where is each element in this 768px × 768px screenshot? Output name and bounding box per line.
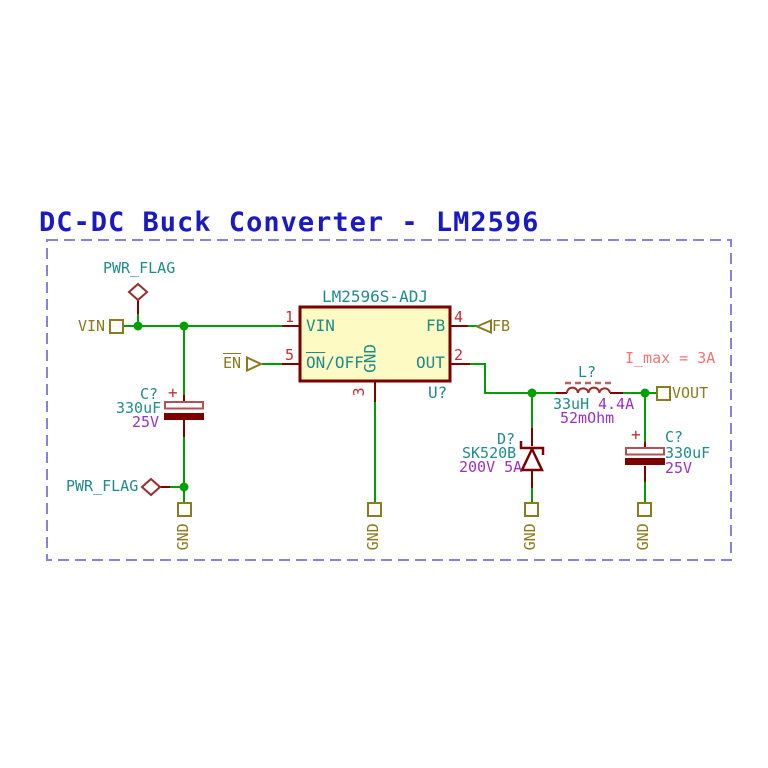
gnd3-port-square <box>524 502 539 517</box>
diode-schottky-bar-icon <box>519 441 545 455</box>
cap-in-voltage: 25V <box>132 413 160 431</box>
junction-dot <box>179 482 189 492</box>
ic-pin-on-part: ON <box>306 353 326 372</box>
diode-value: SK520B <box>462 444 517 462</box>
sheet-border <box>46 239 732 561</box>
junction-dot <box>133 321 143 331</box>
cap-out-value: 330uF <box>665 444 711 462</box>
inductor-ref: L? <box>578 363 597 381</box>
vin-port-label: VIN <box>78 317 106 335</box>
en-port-arrow-icon <box>246 355 264 373</box>
gnd3-port-label: GND <box>521 523 540 551</box>
vout-port-label: VOUT <box>672 384 709 402</box>
gnd1-port-label: GND <box>174 523 193 551</box>
cap-out-voltage: 25V <box>665 459 693 477</box>
inductor-coil-icon <box>566 386 611 394</box>
pwrflag-bottom-label: PWR_FLAG <box>66 477 139 495</box>
pin-number-2: 2 <box>454 346 464 364</box>
cap-in-negative-plate <box>164 413 204 420</box>
ic-pin-fb-label: FB <box>426 316 446 335</box>
pwrflag-bottom-diamond-icon <box>140 477 162 497</box>
cap-out-negative-plate <box>625 458 665 465</box>
fb-port-arrow-icon <box>474 318 492 335</box>
diode-rating: 200V 5A <box>459 458 523 476</box>
pin-number-5: 5 <box>285 346 295 364</box>
pin-number-4: 4 <box>454 308 464 326</box>
pwrflag-top-label: PWR_FLAG <box>103 259 176 277</box>
cap-in-ref: C? <box>140 385 159 403</box>
en-port-label: EN <box>223 354 242 372</box>
cap-out-positive-plate <box>625 447 665 456</box>
inductor-current: 4.4A <box>598 395 635 413</box>
vin-port-square <box>109 319 124 334</box>
cap-in-value: 330uF <box>116 399 162 417</box>
ic-pin-onoff-label: ON/OFF <box>306 353 364 372</box>
pin-number-1: 1 <box>285 308 295 326</box>
ic-body <box>298 305 452 383</box>
cap-out-symbol <box>625 447 665 465</box>
page-title: DC-DC Buck Converter - LM2596 <box>39 207 540 238</box>
junction-dot <box>640 388 650 398</box>
ic-pin-out-label: OUT <box>416 353 445 372</box>
vout-port-square <box>656 386 671 401</box>
power-flags <box>127 282 162 497</box>
ic-pin-off-part: /OFF <box>325 353 364 372</box>
inductor-symbol <box>565 381 612 394</box>
wires <box>122 314 657 503</box>
gnd4-port-square <box>637 502 652 517</box>
cap-in-plus-icon: + <box>168 383 178 402</box>
ic-ref-label: U? <box>428 383 448 402</box>
diode-symbol <box>519 441 545 472</box>
cap-out-ref: C? <box>665 428 684 446</box>
ic-value-label: LM2596S-ADJ <box>322 287 428 306</box>
gnd4-port-label: GND <box>634 523 653 551</box>
cap-in-symbol <box>164 401 204 420</box>
junction-dot <box>179 321 189 331</box>
inductor-resistance: 52mOhm <box>560 409 615 427</box>
pwrflag-top-diamond-icon <box>127 282 149 302</box>
junctions <box>133 321 650 492</box>
inductor-value: 33uH <box>553 395 590 413</box>
fb-port-label: FB <box>492 317 511 335</box>
diode-ref: D? <box>497 430 516 448</box>
imax-annotation: I_max = 3A <box>625 349 716 367</box>
gnd2-port-square <box>367 502 382 517</box>
port-arrows <box>246 318 492 373</box>
junction-dot <box>527 388 537 398</box>
gnd2-port-label: GND <box>364 523 383 551</box>
diode-triangle-icon <box>520 446 544 472</box>
wire-out-to-inductor <box>470 363 556 394</box>
pin-number-3: 3 <box>350 387 369 397</box>
gnd1-port-square <box>177 502 192 517</box>
cap-in-positive-plate <box>164 401 204 410</box>
port-squares <box>109 319 671 517</box>
cap-out-plus-icon: + <box>631 425 641 444</box>
ic-pin-vin-label: VIN <box>306 316 335 335</box>
